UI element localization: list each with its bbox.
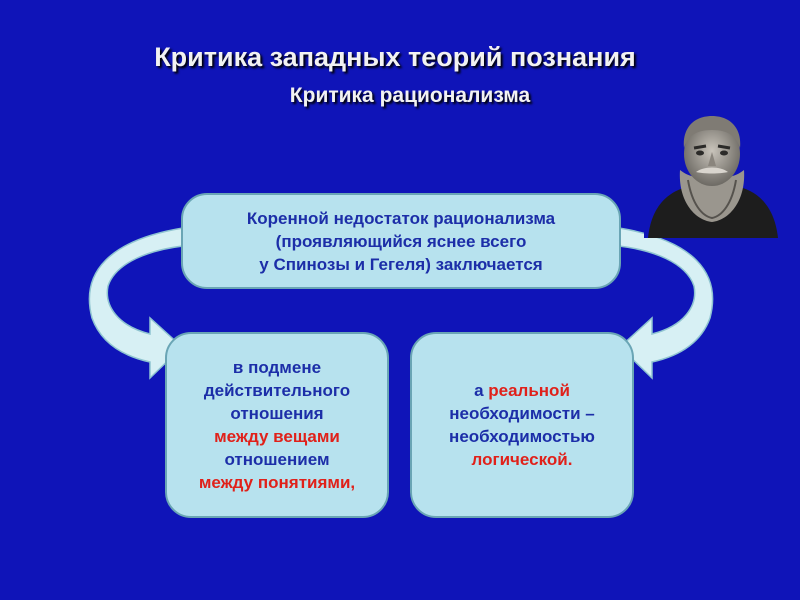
necessity-line-4: логической. [471, 450, 573, 469]
left-curved-arrow-icon [88, 227, 184, 380]
necessity-line-2: необходимости – [449, 404, 595, 423]
substitution-line-3: отношения [230, 404, 324, 423]
substitution-line-1: в подмене [232, 358, 322, 377]
substitution-box: в подмене действительного отношения межд… [165, 332, 389, 518]
root-flaw-line-3: у Спинозы и Гегеля) заключается [259, 254, 543, 274]
right-curved-arrow-icon [618, 227, 714, 380]
necessity-line-3: необходимостью [449, 427, 595, 446]
slide-subtitle: Критика рационализма [289, 84, 531, 107]
philosopher-portrait [644, 108, 780, 238]
substitution-line-6: между понятиями, [198, 473, 356, 492]
root-flaw-box: Коренной недостаток рационализма (проявл… [181, 193, 621, 289]
necessity-box: а реальной необходимости – необходимость… [410, 332, 634, 518]
necessity-highlight: реальной [488, 381, 570, 400]
necessity-prefix: а [474, 381, 489, 400]
substitution-line-4: между вещами [214, 427, 340, 446]
root-flaw-line-1: Коренной недостаток рационализма [246, 208, 556, 228]
slide-title: Критика западных теорий познания [154, 42, 636, 72]
necessity-line-1: а реальной [449, 379, 595, 402]
substitution-line-2: действительного [203, 381, 351, 400]
root-flaw-line-2: (проявляющийся яснее всего [275, 231, 527, 251]
substitution-line-5: отношением [224, 450, 330, 469]
